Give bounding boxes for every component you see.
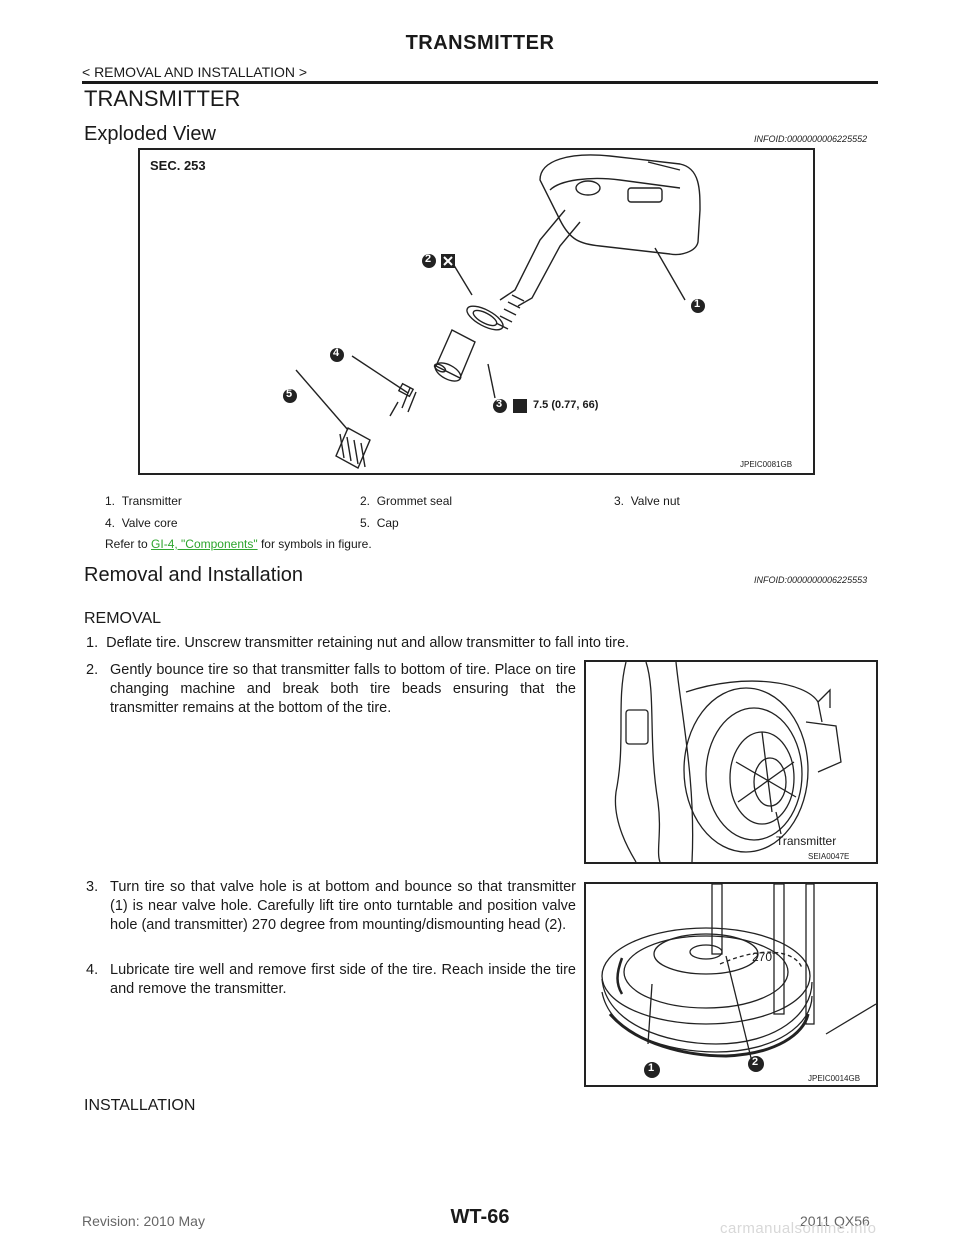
tire-changer-figure: Transmitter SEIA0047E [584,660,878,864]
step-2: 2. Gently bounce tire so that transmitte… [86,662,576,716]
callout-4: 4 [333,347,340,359]
model-footer: 2011 QX56 [800,1213,870,1229]
running-header-title: TRANSMITTER [405,32,555,54]
info-id: INFOID:0000000006225552 [754,134,868,144]
step-3: 3. Turn tire so that valve hole is at bo… [86,879,576,933]
watermark: carmanualsonline.info [720,1220,877,1237]
callout-2: 2 [752,1056,759,1068]
refer-note: Refer to GI-4, "Components" for symbols … [105,537,372,551]
turntable-illustration [601,884,876,1078]
callout-2: 2 [425,253,432,265]
components-link[interactable]: GI-4, "Components" [151,537,258,551]
revision-footer: Revision: 2010 May [82,1213,205,1229]
legend-item: 3. Valve nut [614,494,680,508]
callout-1: 1 [648,1062,655,1074]
sec-label: SEC. 253 [150,158,206,173]
breadcrumb: < REMOVAL AND INSTALLATION > [82,64,308,80]
torque-spec: 7.5 (0.77, 66) [533,399,599,411]
exploded-view-heading: Exploded View [84,123,216,145]
installation-label: INSTALLATION [84,1097,196,1114]
page-title: TRANSMITTER [84,86,241,111]
angle-label: 270˚ [752,950,777,964]
step-4: 4. Lubricate tire well and remove first … [86,962,576,997]
callout-3: 3 [496,398,503,410]
step-1: 1. Deflate tire. Unscrew transmitter ret… [86,635,630,651]
header-rule [82,81,878,84]
callout-markers [283,254,705,413]
transmitter-label: Transmitter [776,834,837,848]
legend-item: 1. Transmitter [105,494,182,508]
exploded-view-figure: SEC. 253 [138,148,815,475]
page-number: WT-66 [450,1206,510,1228]
legend-item: 2. Grommet seal [360,494,453,508]
tire-changer-illustration [614,662,842,862]
transmitter-body [539,154,701,256]
turntable-figure: 1 2 270˚ JPEIC0014GB [584,882,878,1087]
callout-5: 5 [286,388,293,400]
removal-label: REMOVAL [84,610,162,627]
figure-id: SEIA0047E [808,852,850,861]
legend-item: 4. Valve core [105,516,178,530]
figure-id: JPEIC0014GB [808,1074,861,1083]
figure-id: JPEIC0081GB [740,460,793,469]
exploded-view-illustration [283,154,705,469]
callout-1: 1 [694,298,701,310]
legend-item: 5. Cap [360,516,399,530]
info-id: INFOID:0000000006225553 [754,575,868,585]
removal-installation-heading: Removal and Installation [84,564,304,586]
